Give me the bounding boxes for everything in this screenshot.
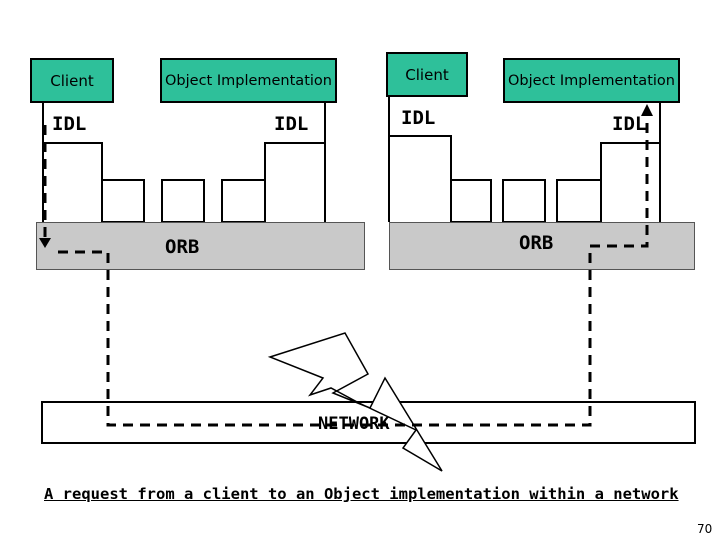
diagram-caption: A request from a client to an Object imp… bbox=[44, 485, 679, 503]
left-object-impl-label: Object Implementation bbox=[165, 72, 332, 89]
right-client-idl: IDL bbox=[401, 107, 436, 129]
left-orb-label: ORB bbox=[165, 236, 200, 258]
arrow-up-icon bbox=[641, 104, 653, 116]
right-object-impl-box: Object Implementation bbox=[503, 58, 680, 103]
left-orb-bar bbox=[36, 222, 365, 270]
left-client-label: Client bbox=[50, 71, 94, 90]
left-object-idl: IDL bbox=[274, 113, 309, 135]
right-orb-label: ORB bbox=[519, 232, 554, 254]
left-client-box: Client bbox=[30, 58, 114, 103]
right-stubs bbox=[450, 179, 602, 223]
page-number: 70 bbox=[697, 522, 713, 536]
left-object-impl-box: Object Implementation bbox=[160, 58, 337, 103]
right-client-label: Client bbox=[405, 65, 449, 84]
right-object-impl-label: Object Implementation bbox=[508, 72, 675, 89]
right-client-box: Client bbox=[386, 52, 468, 97]
left-client-idl: IDL bbox=[52, 113, 87, 135]
request-path bbox=[43, 115, 649, 427]
right-object-idl: IDL bbox=[612, 113, 647, 135]
network-label: NETWORK bbox=[318, 414, 390, 434]
lightning-bolt-icon bbox=[267, 332, 443, 472]
arrow-down-icon bbox=[39, 238, 51, 248]
